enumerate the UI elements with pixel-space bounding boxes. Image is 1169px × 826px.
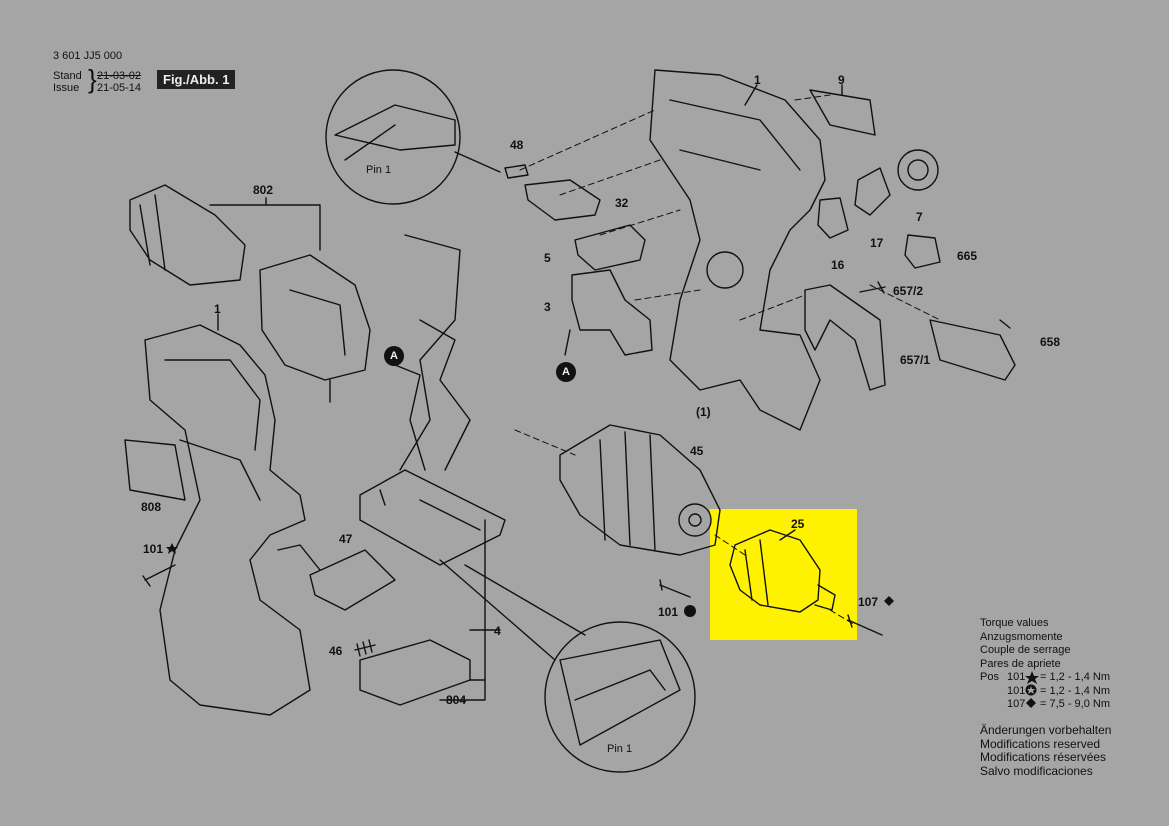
part-label-16: 16 (831, 258, 845, 272)
part-label-9: 9 (838, 73, 845, 87)
part-label-7: 7 (916, 210, 923, 224)
gearbox (559, 424, 721, 556)
issue-label: Issue (53, 82, 80, 94)
part-label-1-top: 1 (754, 73, 761, 87)
torque-row-2-value: = 1,2 - 1,4 Nm (1040, 685, 1111, 697)
torque-row-1-pos: 101 (1007, 671, 1026, 683)
modification-fr: Modifications réservées (980, 750, 1107, 764)
housing-right (649, 69, 826, 431)
part-label-17: 17 (870, 236, 884, 250)
part-label-32: 32 (615, 196, 629, 210)
part-label-657-1: 657/1 (900, 353, 931, 367)
torque-title-en: Torque values (980, 617, 1049, 629)
housing-left (144, 324, 311, 716)
part-label-1-left: 1 (214, 302, 221, 316)
star-icon (1025, 671, 1039, 684)
part-label-101-circle: 101 (658, 605, 679, 619)
torque-row-3-pos: 107 (1007, 698, 1026, 710)
document-number: 3 601 JJ5 000 (53, 50, 123, 62)
highlight-box (710, 509, 857, 640)
torque-title-de: Anzugsmomente (980, 630, 1063, 643)
circuit-board (359, 469, 506, 566)
issue-date: 21-05-14 (97, 82, 142, 94)
figure-title: Fig./Abb. 1 (157, 70, 236, 89)
torque-notes: Torque values Anzugsmomente Couple de se… (980, 617, 1071, 671)
circle-star-icon (684, 605, 696, 617)
connector-marker-a-left: A (384, 346, 404, 366)
pin-label-top: Pin 1 (366, 164, 392, 176)
part-label-1-paren: (1) (696, 405, 711, 419)
part-label-3: 3 (544, 300, 551, 314)
torque-row-3-value: = 7,5 - 9,0 Nm (1040, 698, 1111, 710)
part-label-808: 808 (141, 500, 162, 514)
brace: } (88, 64, 97, 94)
part-label-804: 804 (446, 693, 467, 707)
diamond-icon (884, 596, 894, 606)
connector-marker-a-right: A (556, 362, 576, 382)
stand-label: Stand (53, 70, 82, 82)
pin-label-bottom: Pin 1 (607, 743, 633, 755)
part-label-107: 107 (858, 595, 879, 609)
modification-de: Änderungen vorbehalten (980, 723, 1112, 737)
part-label-658: 658 (1040, 335, 1061, 349)
detail-circle-bottom (544, 621, 696, 773)
part-label-25: 25 (791, 517, 805, 531)
star-icon-inner (1027, 686, 1035, 694)
pos-label: Pos (980, 671, 999, 683)
part-label-665: 665 (957, 249, 978, 263)
part-label-45: 45 (690, 444, 704, 458)
part-label-802: 802 (253, 183, 274, 197)
modification-en: Modifications reserved (980, 736, 1101, 751)
modification-notes: Änderungen vorbehalten Modifications res… (980, 723, 1112, 778)
torque-row-2-pos: 101 (1007, 685, 1026, 697)
armature (129, 184, 246, 286)
torque-title-es: Pares de apriete (980, 657, 1061, 670)
part-label-47: 47 (339, 532, 353, 546)
torque-row-1-value: = 1,2 - 1,4 Nm (1040, 671, 1111, 683)
part-label-4: 4 (494, 624, 501, 638)
torque-title-fr: Couple de serrage (980, 644, 1071, 656)
part-label-657-2: 657/2 (893, 284, 924, 298)
diamond-icon (1026, 698, 1036, 708)
part-label-101-star: 101 (143, 542, 164, 556)
keyless-chuck (729, 529, 821, 613)
detail-circle-top (325, 69, 461, 205)
part-label-5: 5 (544, 251, 551, 265)
motor-stator (259, 254, 371, 381)
part-label-46: 46 (329, 644, 343, 658)
stand-date: 21-03-02 (97, 70, 142, 82)
star-icon (166, 543, 178, 554)
part-label-48: 48 (510, 138, 524, 152)
modification-es: Salvo modificaciones (980, 763, 1093, 778)
